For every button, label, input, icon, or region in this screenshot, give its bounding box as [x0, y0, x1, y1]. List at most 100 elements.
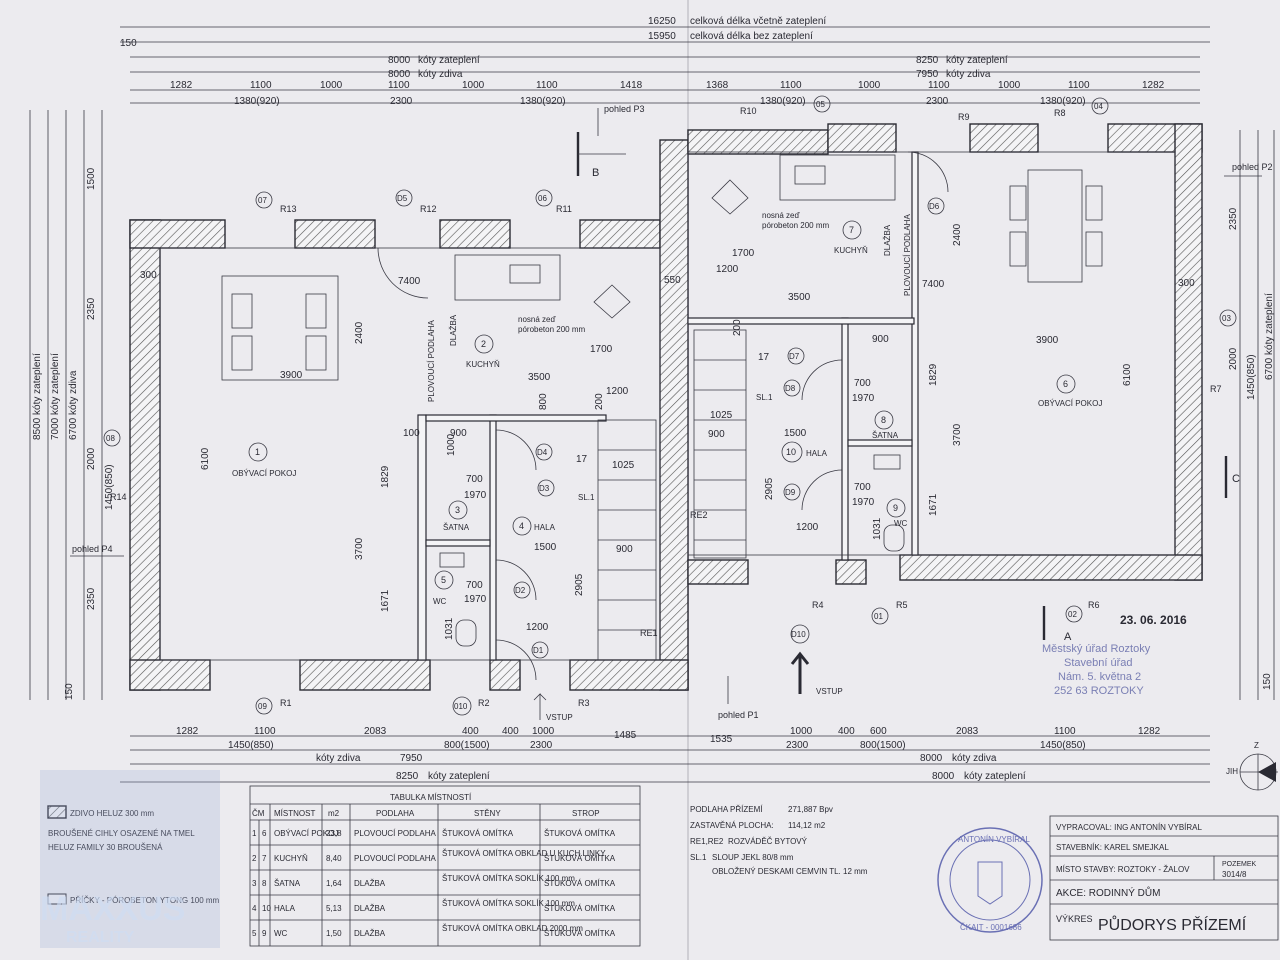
note-bearing-wall-left: nosná zeď: [518, 315, 555, 324]
bottom-dim-left-3: 2083: [364, 726, 387, 737]
top-dim-left-1: 1282: [170, 80, 193, 91]
table-header-room: MÍSTNOST: [274, 809, 315, 818]
left-interior-outline: [159, 247, 661, 661]
top-dims-left: 1282 1100 1000 1100 1000 1100 1418 1380(…: [170, 80, 643, 107]
tag-d3: D3: [537, 479, 555, 497]
bottom-right-masonry-label: kóty zdiva: [952, 753, 997, 764]
left-insul-label: kóty zateplení: [418, 55, 480, 66]
svg-text:010: 010: [454, 702, 468, 711]
bottom-dim-right-3: 400: [838, 726, 855, 737]
svg-text:3: 3: [252, 879, 257, 888]
dim-1970-left-1: 1970: [464, 490, 487, 501]
bottom-dim-right-2: 1000: [790, 726, 813, 737]
table-header-cm: ČM: [252, 809, 265, 818]
svg-text:ŠTUKOVÁ OMÍTKA: ŠTUKOVÁ OMÍTKA: [544, 879, 616, 888]
svg-text:HALA: HALA: [806, 449, 828, 458]
dim-300-right: 300: [1178, 278, 1195, 289]
view-p2: pohled P2: [1232, 162, 1273, 172]
dim-1200-right: 1200: [716, 264, 739, 275]
window-r11: R11: [556, 204, 572, 214]
bottom-dim-left-sub-1: 1450(850): [228, 740, 274, 751]
svg-text:D4: D4: [537, 448, 548, 457]
dim-1025-right: 1025: [710, 410, 733, 421]
legend-line-3: HELUZ FAMILY 30 BROUŠENÁ: [48, 843, 163, 852]
top-dimensions: 150 16250 celková délka včetně zateplení…: [120, 16, 1210, 107]
window-r3: R3: [578, 698, 590, 708]
title-drawing: PŮDORYS PŘÍZEMÍ: [1098, 915, 1247, 934]
view-p4: pohled P4: [72, 544, 113, 554]
right-sink: [794, 165, 826, 185]
svg-text:D5: D5: [397, 194, 408, 203]
left-masonry-dim-1: 7000 kóty zateplení: [50, 353, 61, 440]
left-half-plan: [129, 139, 689, 691]
top-dim-left-6: 1100: [536, 80, 558, 91]
note-floating-floor-right: PLOVOUCÍ PODLAHA: [903, 214, 912, 296]
svg-text:04: 04: [1094, 102, 1103, 111]
town-stamp: Městský úřad Roztoky Stavební úřad Nám. …: [1042, 643, 1151, 697]
table-row: 1 6 OBÝVACÍ POKOJ 23,8 PLOVOUCÍ PODLAHA …: [252, 829, 616, 838]
svg-text:7: 7: [849, 225, 854, 235]
dim-300-left: 300: [140, 270, 157, 281]
svg-text:01: 01: [874, 612, 883, 621]
svg-text:ŠTUKOVÁ OMÍTKA: ŠTUKOVÁ OMÍTKA: [544, 854, 616, 863]
bottom-right-insul-label: kóty zateplení: [964, 771, 1026, 782]
table-header-m2: m2: [328, 809, 340, 818]
area-note-value-1: 271,887 Bpv: [788, 805, 833, 814]
left-wall-east: [659, 139, 689, 691]
left-dining-area: [221, 275, 339, 381]
dim-900-right: 900: [872, 334, 889, 345]
note-porobeton-right: pórobeton 200 mm: [762, 221, 829, 230]
left-wall-south-2: [299, 659, 431, 691]
left-wall-west: [129, 219, 161, 691]
dim-200-right: 200: [732, 319, 743, 336]
top-dim-left-sub-3: 1380(920): [520, 96, 566, 107]
rooms-table: TABULKA MÍSTNOSTÍ ČM MÍSTNOST m2 PODLAHA…: [249, 785, 641, 947]
top-dim-right-1: 1368: [706, 80, 729, 91]
svg-text:D8: D8: [785, 384, 796, 393]
dim-1700-left: 1700: [590, 344, 613, 355]
bottom-left-insul: 8250: [396, 771, 419, 782]
right-chair-4: [1085, 231, 1103, 267]
right-wc-toilet: [883, 524, 905, 552]
tag-d7: D7: [787, 347, 805, 365]
svg-text:1: 1: [252, 829, 257, 838]
right-dim-150: 150: [1262, 673, 1273, 690]
right-wall-south-1: [899, 554, 1203, 581]
left-door-arc-1: [377, 247, 429, 299]
left-stairs: [597, 419, 657, 661]
dim-800-left: 800: [538, 393, 549, 410]
date-stamp: 23. 06. 2016: [1120, 613, 1187, 627]
dim-6100-left: 6100: [200, 447, 211, 470]
svg-text:KUCHYŇ: KUCHYŇ: [274, 854, 308, 863]
bottom-dim-right-sub-2: 800(1500): [860, 740, 906, 751]
svg-text:PLOVOUCÍ PODLAHA: PLOVOUCÍ PODLAHA: [354, 854, 436, 863]
svg-text:OBÝVACÍ POKOJ: OBÝVACÍ POKOJ: [1038, 399, 1102, 408]
room-9: 9WC: [886, 498, 908, 528]
left-dim-1500: 1500: [86, 167, 97, 190]
top-dim-left-5: 1000: [462, 80, 485, 91]
svg-text:OBÝVACÍ POKOJ: OBÝVACÍ POKOJ: [232, 469, 296, 478]
svg-text:DLAŽBA: DLAŽBA: [354, 904, 386, 913]
bottom-right-insul: 8000: [932, 771, 955, 782]
area-note-value-4: SLOUP JEKL 80/8 mm: [712, 853, 794, 862]
left-dim-2350: 2350: [86, 297, 97, 320]
dim-700-left-2: 700: [466, 580, 483, 591]
svg-text:KUCHYŇ: KUCHYŇ: [466, 360, 500, 369]
right-range-symbol: [711, 179, 749, 215]
left-masonry-dim-2: 6700 kóty zdiva: [68, 370, 79, 440]
dim-2400-right: 2400: [952, 223, 963, 246]
left-door-arc-4: [495, 639, 537, 681]
dim-1671-right: 1671: [928, 493, 939, 516]
bottom-left-insul-label: kóty zateplení: [428, 771, 490, 782]
right-partition-1: [911, 151, 919, 556]
dim-700-right-2: 700: [854, 482, 871, 493]
svg-text:8: 8: [881, 415, 886, 425]
svg-text:09: 09: [258, 702, 267, 711]
bottom-dim-left-4: 400: [462, 726, 479, 737]
dim-1671-left: 1671: [380, 589, 391, 612]
left-dim-2350b: 2350: [86, 587, 97, 610]
svg-text:6: 6: [1063, 379, 1068, 389]
bottom-dim-right-1: 1535: [710, 734, 733, 745]
